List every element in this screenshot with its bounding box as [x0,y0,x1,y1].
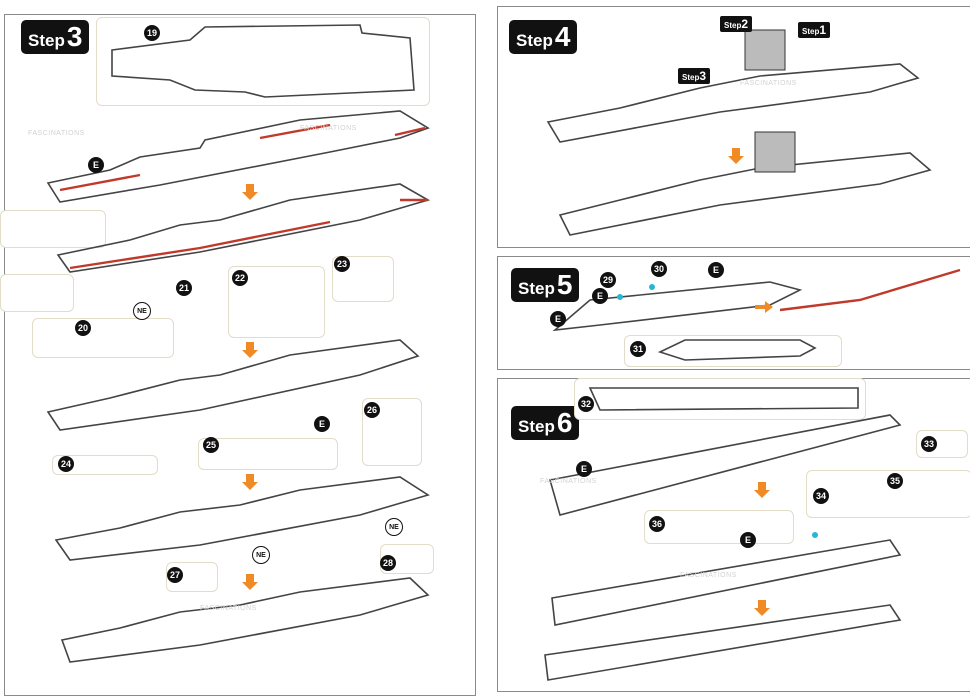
tag-word: Step [802,27,820,36]
part-30-badge: 30 [651,261,667,277]
part-26-badge: 26 [364,402,380,418]
arrow-down-icon [754,482,770,498]
step-word: Step [28,31,65,50]
part-24-badge: 24 [58,456,74,472]
arrow-down-icon [242,474,258,490]
part36-box [644,510,794,544]
side-panel-step6 [548,414,902,516]
highlight-stage1 [59,123,426,192]
part-36-badge: 36 [649,516,665,532]
marker-ne: NE [252,546,270,564]
glue-points [617,284,818,538]
step-number: 3 [66,21,83,52]
watermark: FASCINATIONS [540,478,597,485]
side-panel-step5 [552,281,803,332]
marker-e: E [592,288,608,304]
hull-stage-3 [46,339,420,431]
marker-ne: NE [385,518,403,536]
part-33-badge: 33 [921,436,937,452]
arrow-down-icon [242,574,258,590]
hull-stage-1 [46,110,430,203]
part-21-badge: 21 [176,280,192,296]
island-step4-a [744,29,786,71]
hull-stage-2 [56,183,431,273]
highlight-step5 [779,268,961,312]
hull-stage-4 [54,476,430,561]
ship-outlines [46,24,932,681]
tag-number: 3 [699,69,707,83]
part24-box [52,455,158,475]
side-assembly-b [544,604,902,681]
part-35-badge: 35 [887,473,903,489]
marker-ne: NE [133,302,151,320]
arrow-down-icon [728,148,744,164]
marker-e: E [550,311,566,327]
step-number: 4 [554,21,571,52]
part-32 [588,387,859,411]
step-word: Step [518,417,555,436]
step-number: 6 [556,407,573,438]
step-number: 5 [556,269,573,300]
watermark: FASCINATIONS [28,130,85,137]
marker-e: E [708,262,724,278]
part32-box [574,378,866,420]
marker-e: E [88,157,104,173]
direction-arrows [242,148,773,616]
detail-box-left2 [0,274,74,312]
marker-e: E [314,416,330,432]
tag-number: 2 [741,17,749,31]
watermark: FASCINATIONS [200,605,257,612]
part-23-badge: 23 [334,256,350,272]
part-31-badge: 31 [630,341,646,357]
part-27-badge: 27 [167,567,183,583]
island-step4-b [754,131,796,173]
arrow-down-icon [242,342,258,358]
deck-part-19 [111,24,415,98]
watermark: FASCINATIONS [680,572,737,579]
highlighted-parts [59,123,961,312]
part-34-badge: 34 [813,488,829,504]
tag-word: Step [682,73,700,82]
highlight-stage2 [69,198,428,270]
part-19-badge: 19 [144,25,160,41]
part-22-badge: 22 [232,270,248,286]
step-word: Step [518,279,555,298]
hull-step4-a [546,63,920,143]
detail-box-left [0,210,106,248]
step-word: Step [516,31,553,50]
arrow-down-icon [242,184,258,200]
watermark: FASCINATIONS [300,125,357,132]
part33-box [916,430,968,458]
part-25-badge: 25 [203,437,219,453]
watermark: FASCINATIONS [740,80,797,87]
island-superstructure [744,29,796,173]
part25-box [198,438,338,470]
side-assembly-a [551,539,902,626]
hull-stage-5 [60,577,430,663]
part-20-badge: 20 [75,320,91,336]
arrow-down-icon [754,600,770,616]
step4-subtag-3: Step3 [678,68,711,84]
marker-e: E [740,532,756,548]
hull-step4-b [558,152,932,236]
tag-word: Step [724,21,742,30]
step4-subtag-1: Step1 [798,22,831,38]
part-31 [657,339,817,361]
arrow-right-icon [755,301,773,313]
part-28-badge: 28 [380,555,396,571]
part-32-badge: 32 [578,396,594,412]
tag-number: 1 [819,23,827,37]
part20-box [32,318,174,358]
step4-subtag-2: Step2 [720,16,753,32]
part-29-badge: 29 [600,272,616,288]
marker-e: E [576,461,592,477]
